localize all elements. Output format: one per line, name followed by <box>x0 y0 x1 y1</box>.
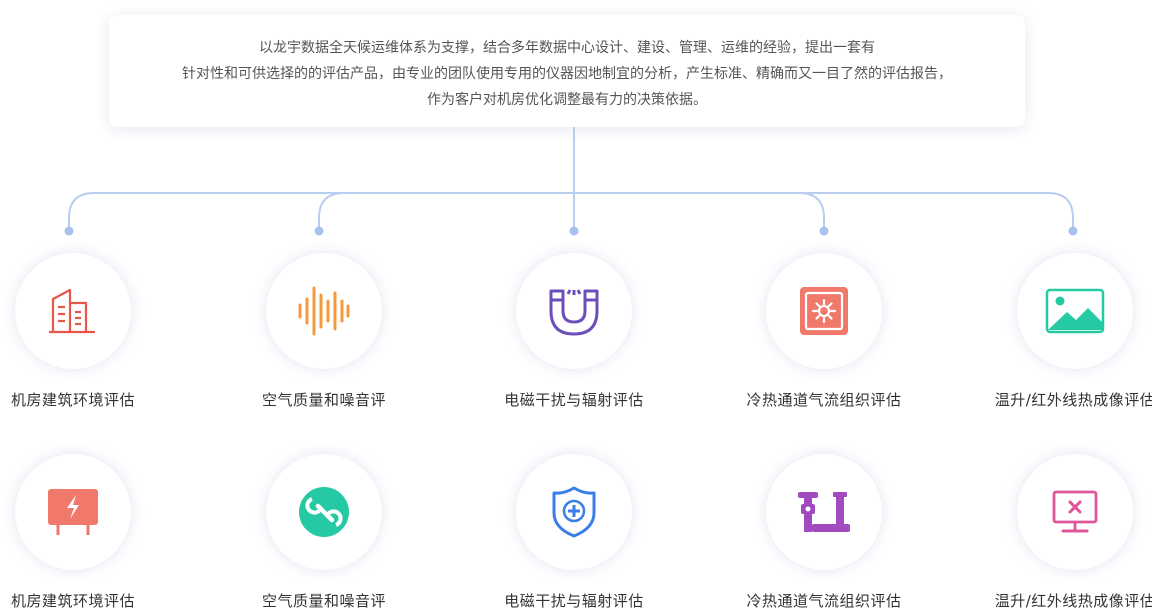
intro-line-3: 作为客户对机房优化调整最有力的决策依据。 <box>427 92 707 108</box>
service-label: 电磁干扰与辐射评估 <box>504 592 644 610</box>
service-card-electromagnetic-2[interactable]: 电磁干扰与辐射评估 <box>459 454 689 611</box>
service-label: 冷热通道气流组织评估 <box>746 592 902 610</box>
connector-dot-4 <box>819 226 829 236</box>
power-board-icon <box>48 489 98 535</box>
shield-icon <box>552 486 596 538</box>
icon-circle <box>766 253 882 369</box>
service-label: 温升/红外线热成像评估 <box>994 391 1152 409</box>
service-label: 空气质量和噪音评 <box>261 592 386 610</box>
wrench-icon <box>299 487 349 537</box>
intro-line-2: 针对性和可供选择的的评估产品，由专业的团队使用专用的仪器因地制宜的分析，产生标准… <box>182 66 952 82</box>
service-card-airflow-2[interactable]: 冷热通道气流组织评估 <box>709 454 939 611</box>
icon-circle <box>516 253 632 369</box>
image-icon <box>1045 288 1105 334</box>
connector-dot-3 <box>569 226 579 236</box>
icon-circle <box>266 454 382 570</box>
magnet-icon <box>549 289 599 336</box>
icon-circle <box>266 253 382 369</box>
icon-circle <box>766 454 882 570</box>
service-card-electromagnetic[interactable]: 电磁干扰与辐射评估 <box>459 253 689 410</box>
service-label: 空气质量和噪音评 <box>261 391 386 409</box>
service-label: 冷热通道气流组织评估 <box>746 391 902 409</box>
icon-circle <box>1017 454 1133 570</box>
icon-circle <box>516 454 632 570</box>
service-card-building-environment-2[interactable]: 机房建筑环境评估 <box>0 454 188 611</box>
intro-line-1: 以龙宇数据全天候运维体系为支撑，结合多年数据中心设计、建设、管理、运维的经验，提… <box>259 40 875 56</box>
building-icon <box>49 288 95 334</box>
service-card-airflow[interactable]: 冷热通道气流组织评估 <box>709 253 939 410</box>
service-card-air-quality-2[interactable]: 空气质量和噪音评 <box>209 454 439 611</box>
connector-dot-2 <box>314 226 324 236</box>
connector-dot-1 <box>64 226 74 236</box>
service-label: 温升/红外线热成像评估 <box>994 592 1152 610</box>
safe-icon <box>800 287 848 335</box>
monitor-error-icon <box>1052 490 1098 533</box>
connector-branch-1 <box>68 192 95 230</box>
service-label: 机房建筑环境评估 <box>10 592 135 610</box>
icon-circle <box>15 454 131 570</box>
service-card-air-quality[interactable]: 空气质量和噪音评 <box>209 253 439 410</box>
connector-branch-2 <box>318 192 345 230</box>
sound-wave-icon <box>298 286 350 336</box>
connector-branch-5 <box>1047 192 1074 230</box>
icon-circle <box>1017 253 1133 369</box>
intro-card: 以龙宇数据全天候运维体系为支撑，结合多年数据中心设计、建设、管理、运维的经验，提… <box>109 15 1025 127</box>
connector-lines <box>64 127 1078 236</box>
pipe-valve-icon <box>798 492 850 532</box>
service-card-thermal-imaging-2[interactable]: 温升/红外线热成像评估 <box>960 454 1152 611</box>
service-label: 机房建筑环境评估 <box>10 391 135 409</box>
service-card-thermal-imaging[interactable]: 温升/红外线热成像评估 <box>960 253 1152 410</box>
connector-dot-5 <box>1068 226 1078 236</box>
service-label: 电磁干扰与辐射评估 <box>504 391 644 409</box>
service-card-building-environment[interactable]: 机房建筑环境评估 <box>0 253 188 410</box>
connector-branch-4 <box>798 192 825 230</box>
icon-circle <box>15 253 131 369</box>
